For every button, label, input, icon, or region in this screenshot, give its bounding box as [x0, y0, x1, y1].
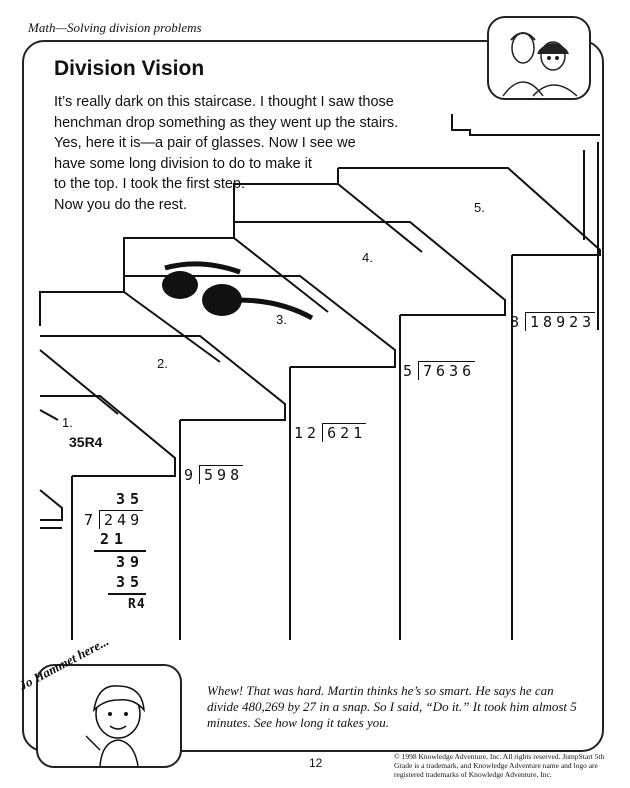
dividend: 598 [199, 465, 244, 484]
dividend: 621 [322, 423, 367, 442]
example-step-1: 21 [100, 530, 129, 548]
dividend: 18923 [525, 312, 596, 331]
step-label-3: 3. [276, 312, 287, 327]
step-label-4: 4. [362, 250, 373, 265]
sunglasses-icon [162, 261, 314, 321]
divisor: 9 [184, 466, 198, 484]
step-label-5: 5. [474, 200, 485, 215]
page-number: 12 [309, 756, 323, 770]
divisor: 7 [84, 511, 98, 529]
example-quotient: 35 [116, 490, 145, 508]
step-label-2: 2. [157, 356, 168, 371]
jo-hammet-box [36, 664, 182, 768]
step-label-1: 1. [62, 415, 73, 430]
divisor: 12 [294, 424, 321, 442]
page-title: Division Vision [54, 57, 205, 80]
character-portrait [487, 16, 591, 100]
example-rule [108, 593, 146, 595]
example-rule [94, 550, 146, 552]
divisor: 5 [403, 362, 417, 380]
intro-line: henchman drop something as they went up … [54, 114, 399, 131]
dividend: 7636 [418, 361, 476, 380]
example-answer: 35R4 [69, 434, 103, 450]
detectives-illustration-icon [502, 32, 578, 97]
intro-line: to the top. I took the first step. [54, 176, 246, 192]
page-frame [22, 40, 604, 752]
intro-text: It’s really dark on this staircase. I th… [54, 92, 414, 215]
intro-line: It’s really dark on this staircase. I th… [54, 94, 394, 110]
intro-line: Yes, here it is—a pair of glasses. Now I… [54, 135, 356, 151]
intro-line: have some long division to do to make it [54, 155, 312, 172]
header-subject: Math—Solving division problems [28, 20, 202, 35]
jo-hammet-icon [85, 685, 145, 767]
copyright-notice: © 1998 Knowledge Adventure, Inc. All rig… [394, 752, 605, 779]
bottom-note: Whew! That was hard. Martin thinks he’s … [207, 683, 577, 730]
example-step-2: 39 [116, 553, 145, 571]
dividend: 249 [99, 510, 144, 529]
example-remainder: R4 [128, 597, 146, 612]
divisor: 8 [510, 313, 524, 331]
example-step-3: 35 [116, 573, 145, 591]
intro-line: Now you do the rest. [54, 196, 187, 213]
